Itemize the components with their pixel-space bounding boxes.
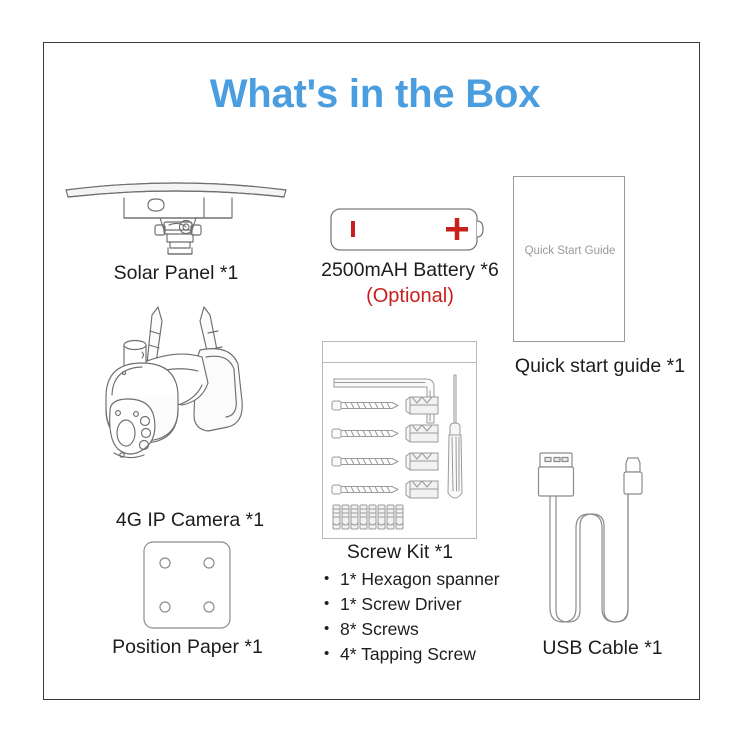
usb-cable-caption: USB Cable *1 xyxy=(542,637,663,659)
quick-start-guide-caption: Quick start guide *1 xyxy=(514,355,686,377)
screw-kit-caption: Screw Kit *1 xyxy=(346,541,454,563)
battery-optional-note: (Optional) xyxy=(366,285,454,307)
position-paper-icon xyxy=(143,541,231,629)
solar-panel-icon xyxy=(60,168,292,258)
list-item: 1* Hexagon spanner xyxy=(324,566,539,592)
screw-kit-contents-list: 1* Hexagon spanner 1* Screw Driver 8* Sc… xyxy=(324,566,539,667)
battery-icon xyxy=(330,207,490,253)
position-paper-caption: Position Paper *1 xyxy=(112,636,263,658)
usb-cable-icon xyxy=(537,450,658,626)
screw-kit-contents-art xyxy=(330,371,470,533)
booklet-cover-text: Quick Start Guide xyxy=(524,245,616,257)
list-item: 1* Screw Driver xyxy=(324,591,539,617)
ptz-camera-icon xyxy=(96,305,286,505)
page-title: What's in the Box xyxy=(209,72,541,116)
list-item: 4* Tapping Screw xyxy=(324,641,539,667)
booklet-icon: Quick Start Guide xyxy=(513,176,625,342)
solar-panel-caption: Solar Panel *1 xyxy=(113,262,239,284)
camera-caption: 4G IP Camera *1 xyxy=(115,509,265,531)
battery-caption: 2500mAH Battery *6 xyxy=(321,259,499,281)
list-item: 8* Screws xyxy=(324,616,539,642)
screw-kit-box-flap xyxy=(323,362,476,363)
